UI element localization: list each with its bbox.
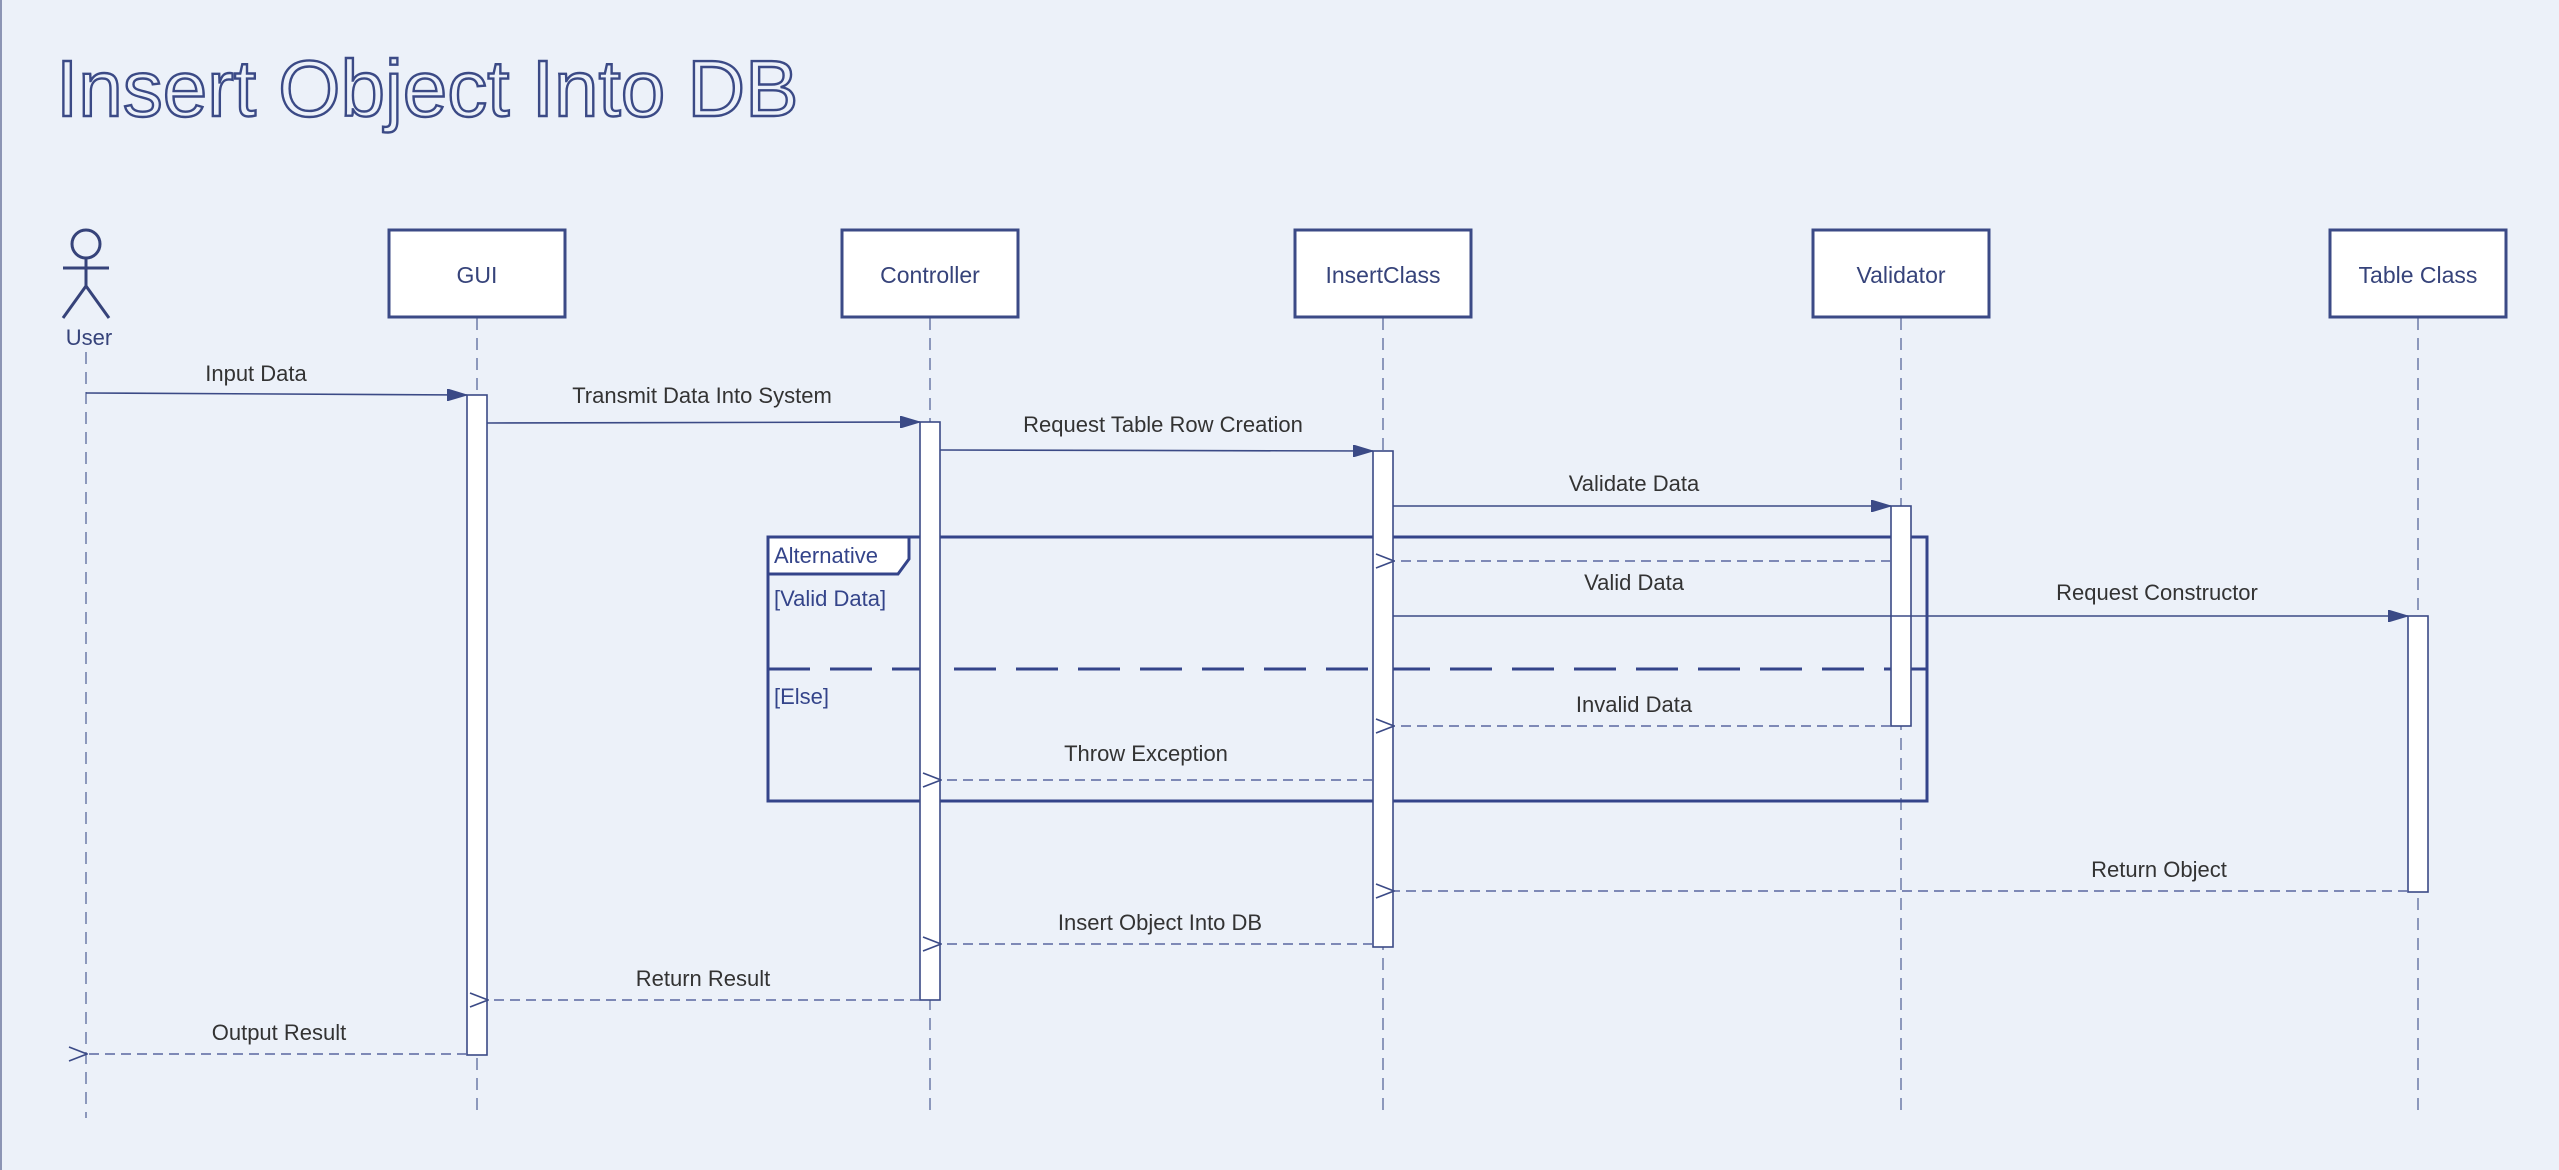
actor-head	[70, 228, 102, 260]
lifeline-box-controller[interactable]: Controller	[840, 228, 1020, 319]
lifeline-label-insertclass: InsertClass	[1325, 262, 1440, 288]
activation-tableclass	[2407, 615, 2429, 893]
diagram-title: Insert Object Into DB	[56, 44, 799, 133]
alt-guard-valid: [Valid Data]	[774, 586, 886, 611]
activation-insertclass	[1372, 450, 1394, 948]
actor-label: User	[66, 325, 112, 350]
message-label: Throw Exception	[1064, 741, 1228, 766]
lifeline-box-gui[interactable]: GUI	[387, 228, 567, 319]
lifeline-box-insertclass[interactable]: InsertClass	[1293, 228, 1473, 319]
message-insert-object[interactable]: Insert Object Into DB	[941, 910, 1373, 944]
lifeline-label-gui: GUI	[457, 262, 498, 288]
message-label: Return Object	[2091, 857, 2227, 882]
actor-user[interactable]: User	[61, 228, 112, 350]
message-label: Request Constructor	[2056, 580, 2258, 605]
lifeline-box-validator[interactable]: Validator	[1811, 228, 1991, 319]
message-label: Invalid Data	[1576, 692, 1693, 717]
lifeline-label-validator: Validator	[1856, 262, 1945, 288]
message-throw-exception[interactable]: Throw Exception	[941, 741, 1373, 780]
message-return-object[interactable]: Return Object	[1394, 857, 2408, 891]
message-invalid-data[interactable]: Invalid Data	[1394, 692, 1891, 726]
message-label: Return Result	[636, 966, 771, 991]
alt-fragment[interactable]: Alternative [Valid Data] [Else]	[766, 535, 1929, 803]
actor-right-leg	[84, 285, 111, 319]
message-label: Validate Data	[1569, 471, 1700, 496]
message-label: Request Table Row Creation	[1023, 412, 1303, 437]
actor-left-leg	[61, 285, 88, 319]
lifeline-label-tableclass: Table Class	[2359, 262, 2478, 288]
message-request-constructor[interactable]: Request Constructor	[1393, 580, 2408, 616]
alt-fragment-label: Alternative	[774, 543, 878, 568]
activation-gui	[466, 394, 488, 1056]
message-label: Transmit Data Into System	[572, 383, 832, 408]
message-label: Output Result	[212, 1020, 347, 1045]
message-transmit-data[interactable]: Transmit Data Into System	[486, 383, 920, 423]
message-return-result[interactable]: Return Result	[488, 966, 920, 1000]
message-request-row[interactable]: Request Table Row Creation	[939, 412, 1373, 451]
alt-frame-tab	[766, 535, 911, 576]
alt-guard-else: [Else]	[774, 684, 829, 709]
lifeline-box-tableclass[interactable]: Table Class	[2328, 228, 2508, 319]
message-label: Insert Object Into DB	[1058, 910, 1262, 935]
message-input-data[interactable]: Input Data	[85, 361, 467, 395]
message-valid-data[interactable]: Valid Data	[1394, 561, 1891, 595]
lifeline-label-controller: Controller	[880, 262, 980, 288]
message-output-result[interactable]: Output Result	[87, 1020, 467, 1054]
message-label: Input Data	[205, 361, 307, 386]
message-validate-data[interactable]: Validate Data	[1393, 471, 1891, 506]
message-label: Valid Data	[1584, 570, 1685, 595]
activation-controller	[919, 421, 941, 1001]
